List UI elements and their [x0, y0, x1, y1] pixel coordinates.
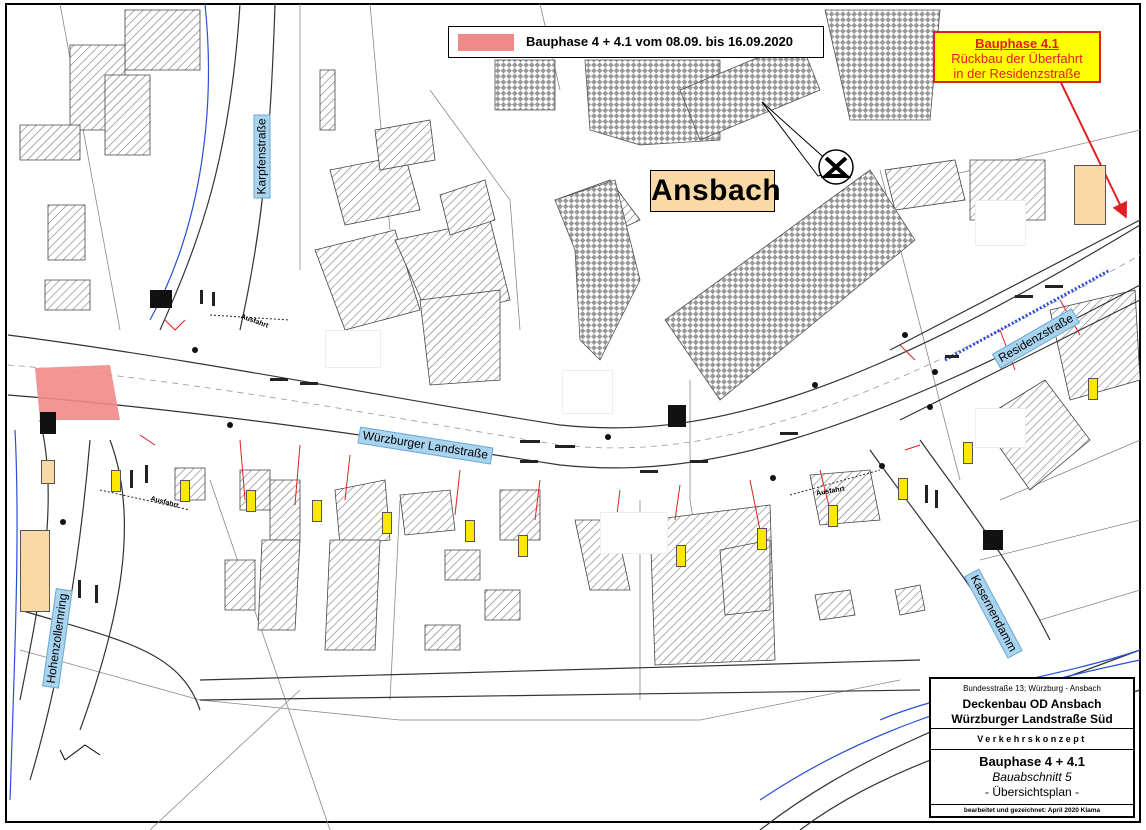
signal-points	[60, 332, 938, 525]
yellow-sign	[963, 442, 973, 464]
callout-title: Bauphase 4.1	[975, 36, 1059, 51]
divider	[931, 728, 1133, 729]
phase-callout: Bauphase 4.1 Rückbau der Überfahrt in de…	[933, 31, 1101, 83]
note-box	[562, 370, 613, 414]
title-concept: Verkehrskonzept	[977, 734, 1087, 744]
yellow-sign	[465, 520, 475, 542]
title-block: Bundesstraße 13; Würzburg - Ansbach Deck…	[929, 677, 1135, 818]
title-project-line-2: Würzburger Landstraße Süd	[951, 712, 1113, 726]
construction-swatch	[458, 34, 514, 51]
note-box	[975, 200, 1026, 246]
title-section: Bauabschnitt 5	[992, 770, 1072, 784]
callout-line-1: Rückbau der Überfahrt	[951, 51, 1083, 66]
north-arrow	[761, 101, 854, 185]
note-box	[600, 512, 668, 554]
yellow-sign	[757, 528, 767, 550]
yellow-sign	[1088, 378, 1098, 400]
divider	[931, 804, 1133, 805]
buildings	[19, 9, 1141, 666]
street-label-karpfenstrasse: Karpfenstraße	[253, 114, 271, 199]
sign-marker	[983, 530, 1003, 550]
note-box	[975, 408, 1026, 448]
divider	[931, 749, 1133, 750]
detour-sign	[41, 460, 55, 484]
callout-line-2: in der Residenzstraße	[953, 66, 1081, 81]
sign-marker	[150, 290, 172, 308]
note-box	[325, 330, 381, 368]
construction-zone	[35, 365, 120, 420]
yellow-sign	[246, 490, 256, 512]
title-road: Bundesstraße 13; Würzburg - Ansbach	[963, 684, 1101, 693]
title-credit: bearbeitet und gezeichnet: April 2020 Kl…	[963, 807, 1101, 814]
title-project-line-1: Deckenbau OD Ansbach	[962, 697, 1102, 711]
yellow-sign	[676, 545, 686, 567]
yellow-sign	[518, 535, 528, 557]
yellow-sign	[828, 505, 838, 527]
yellow-sign	[312, 500, 322, 522]
red-markings	[139, 59, 1127, 531]
access-paths	[99, 314, 881, 511]
roads	[7, 3, 1141, 830]
lane-arrows	[78, 285, 1063, 603]
axis-marker	[59, 744, 101, 761]
yellow-sign	[898, 478, 908, 500]
map-legend: Bauphase 4 + 4.1 vom 08.09. bis 16.09.20…	[448, 26, 824, 58]
yellow-sign	[180, 480, 190, 502]
sign-marker	[40, 412, 56, 434]
sign-marker	[668, 405, 686, 427]
title-phase: Bauphase 4 + 4.1	[979, 754, 1085, 769]
city-label: Ansbach	[650, 170, 781, 212]
detour-sign	[20, 530, 50, 612]
detour-sign	[1074, 165, 1106, 225]
title-overview: - Übersichtsplan -	[984, 785, 1080, 799]
yellow-sign	[111, 470, 121, 492]
yellow-sign	[382, 512, 392, 534]
legend-text: Bauphase 4 + 4.1 vom 08.09. bis 16.09.20…	[526, 34, 794, 49]
